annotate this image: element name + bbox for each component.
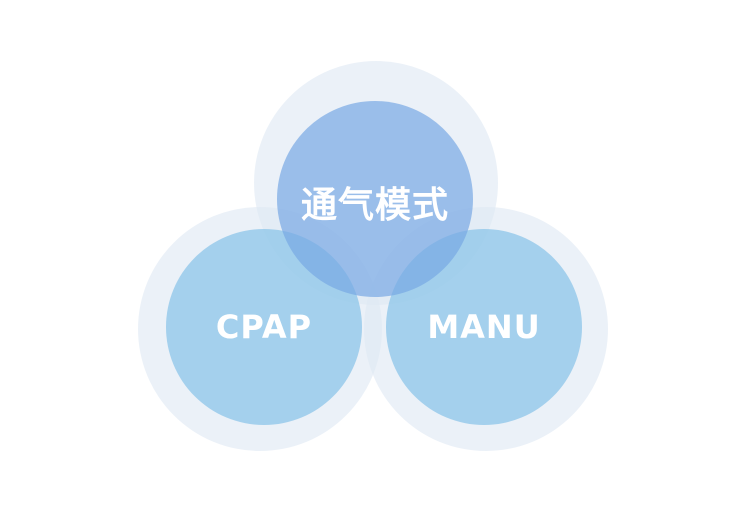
ventilation-mode-label: 通气模式 [300,185,449,226]
cpap-label: CPAP [215,308,313,346]
manu-label: MANU [427,308,541,346]
ventilation-mode-circle: 通气模式 [277,101,473,297]
